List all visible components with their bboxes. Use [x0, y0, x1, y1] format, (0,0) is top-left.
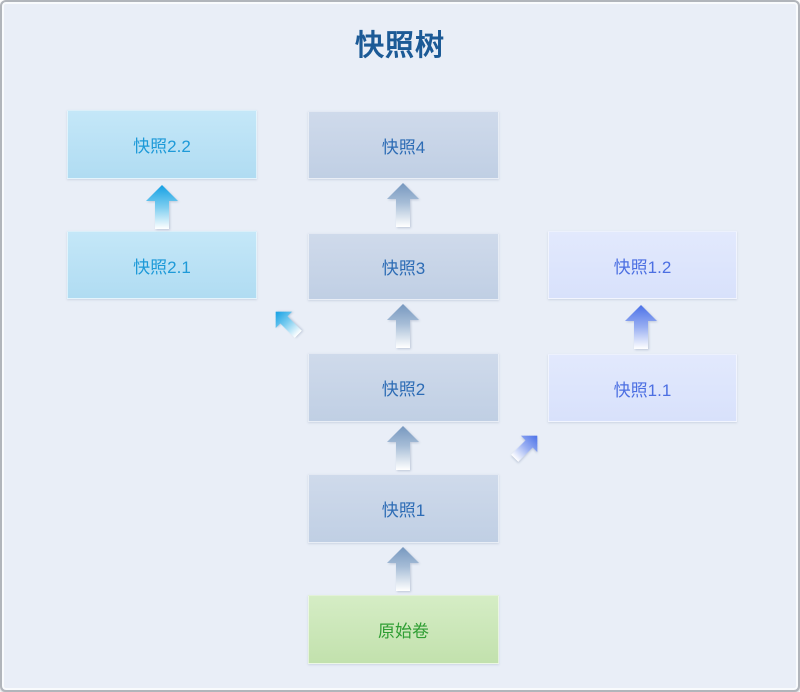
node-label: 快照2: [381, 380, 426, 399]
arrow-up-right-snapshot1-to-snapshot1-1-icon: [506, 427, 546, 467]
node-snapshot-4: 快照4: [308, 111, 499, 179]
node-snapshot-1-2: 快照1.2: [548, 231, 737, 299]
arrow-up-origin-to-snapshot1-icon: [387, 547, 419, 591]
node-label: 快照4: [381, 137, 426, 157]
node-label: 快照1.1: [613, 380, 672, 400]
node-label: 快照2.1: [133, 257, 191, 277]
node-snapshot-1: 快照1: [308, 474, 499, 543]
node-label: 原始卷: [378, 622, 429, 641]
node-snapshot-3: 快照3: [308, 233, 499, 300]
node-origin-volume: 原始卷: [308, 595, 499, 664]
node-label: 快照2.2: [133, 137, 191, 156]
arrow-up-snapshot2-1-to-snapshot2-2-icon: [146, 185, 178, 229]
node-snapshot-2: 快照2: [308, 353, 499, 422]
node-label: 快照1.2: [613, 257, 672, 277]
page-title: 快照树: [354, 30, 445, 62]
node-snapshot-2-2: 快照2.2: [67, 110, 257, 179]
node-label: 快照3: [381, 259, 426, 278]
arrow-up-snapshot1-1-to-snapshot1-2-icon: [625, 305, 657, 349]
arrow-up-snapshot3-to-snapshot4-icon: [387, 183, 419, 227]
arrow-up-left-snapshot2-to-snapshot2-1-icon: [267, 303, 307, 343]
node-label: 快照1: [381, 501, 426, 520]
arrow-up-snapshot1-to-snapshot2-icon: [387, 426, 419, 470]
node-snapshot-1-1: 快照1.1: [548, 354, 737, 422]
arrow-up-snapshot2-to-snapshot3-icon: [387, 304, 419, 348]
node-snapshot-2-1: 快照2.1: [67, 231, 257, 299]
